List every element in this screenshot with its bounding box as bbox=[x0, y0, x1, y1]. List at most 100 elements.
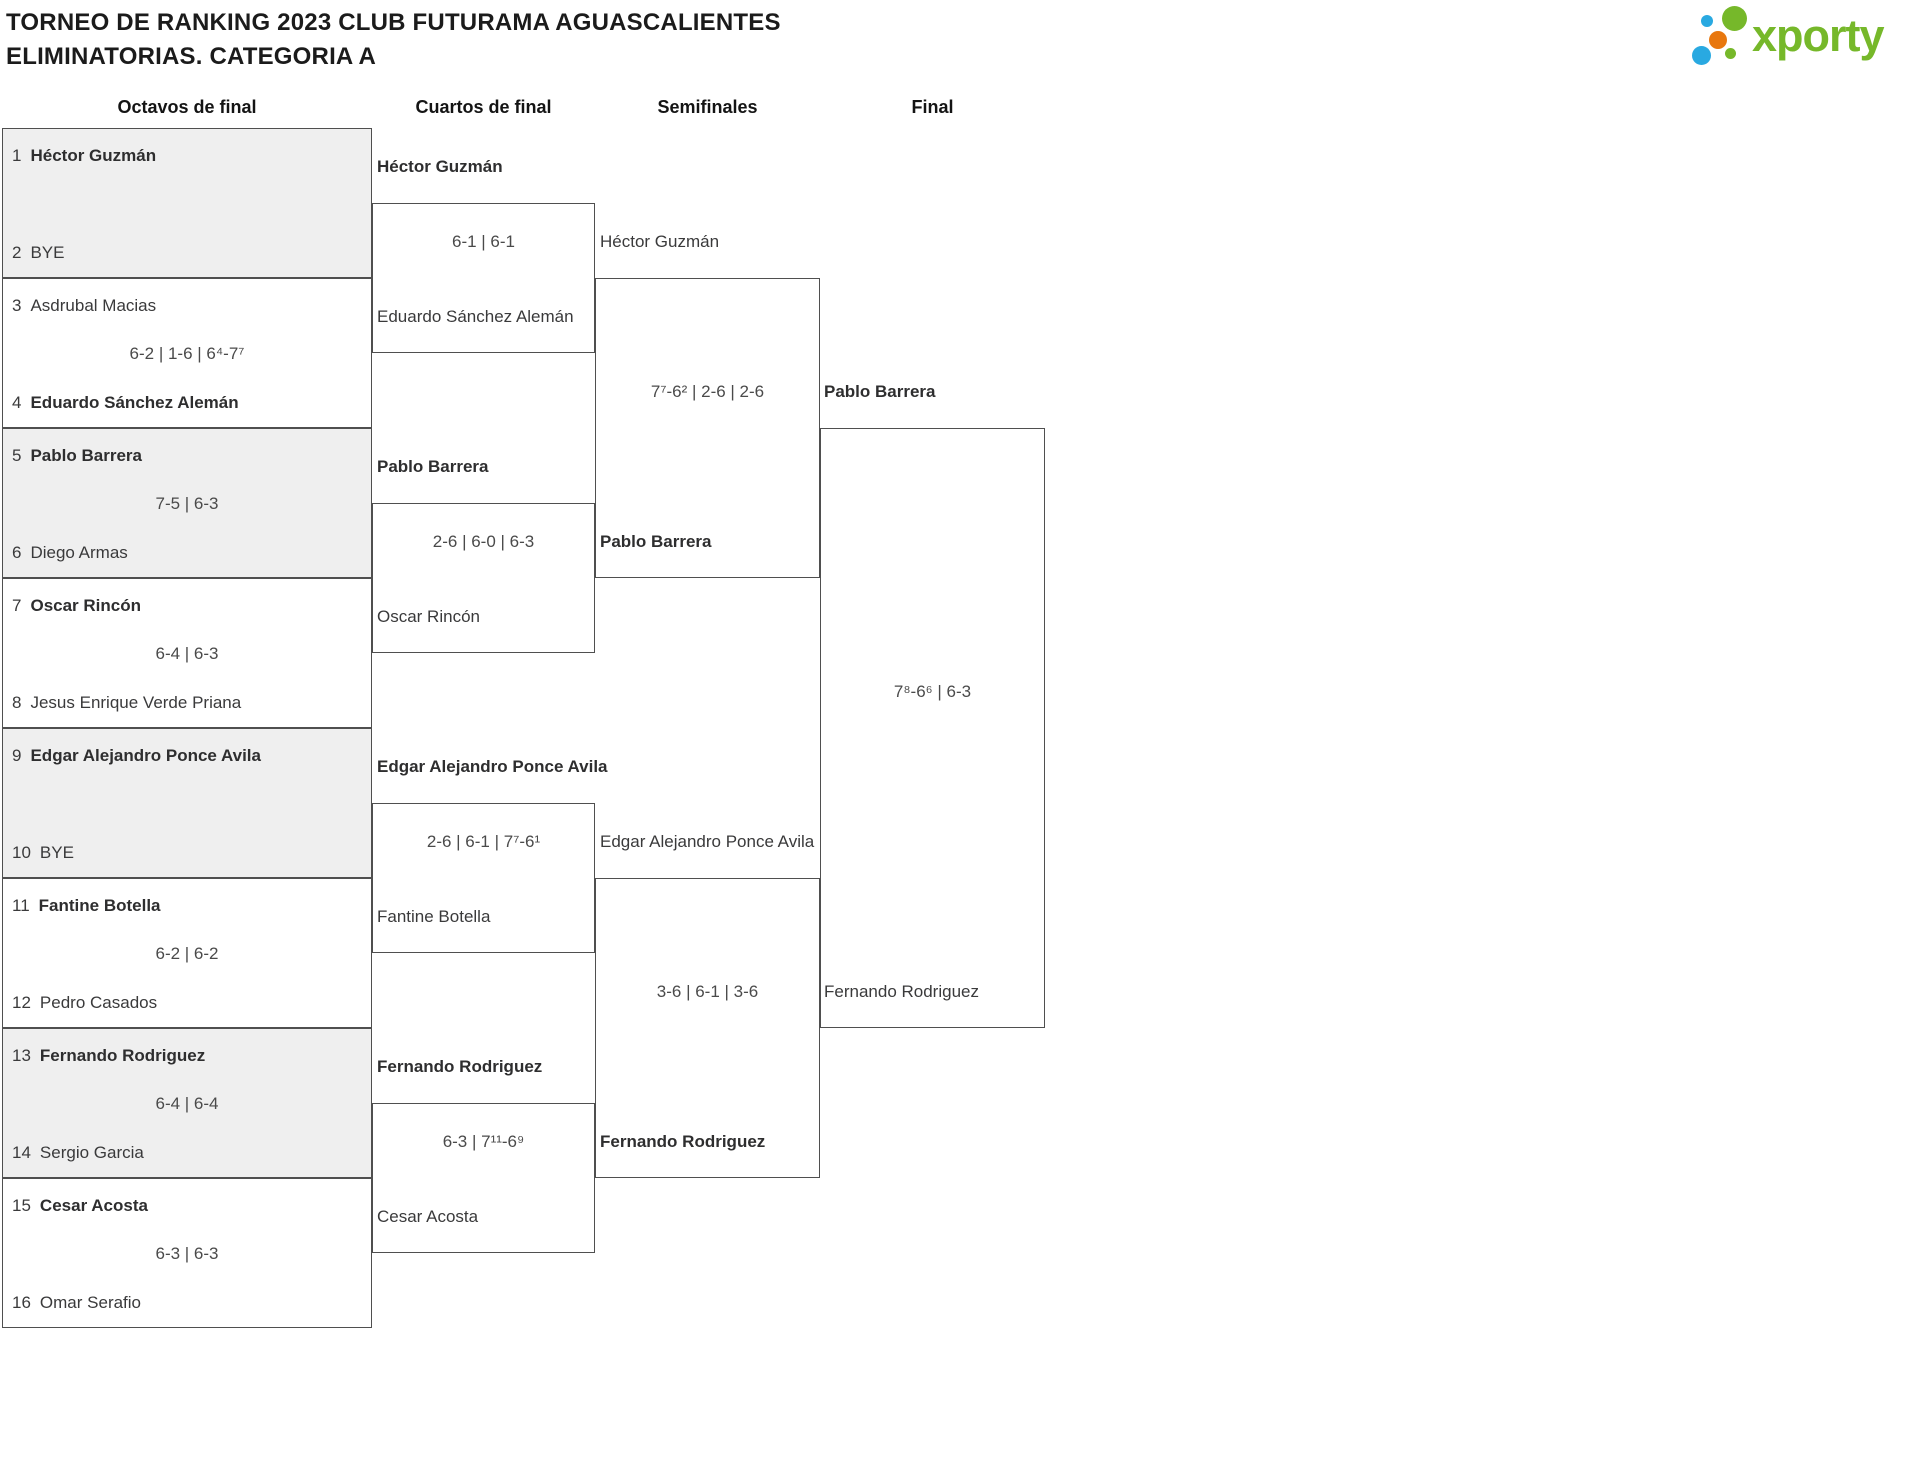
player-name: Eduardo Sánchez Alemán bbox=[30, 393, 239, 412]
match-player-row: 14 Sergio Garcia bbox=[12, 1141, 365, 1165]
player-name: Cesar Acosta bbox=[377, 1207, 479, 1226]
xporty-logo[interactable]: xporty bbox=[1688, 2, 1920, 74]
player-name: Pablo Barrera bbox=[377, 457, 489, 476]
seed-number: 12 bbox=[12, 993, 31, 1012]
player-name: Fernando Rodriguez bbox=[377, 1057, 543, 1076]
sf2-box bbox=[595, 878, 820, 1178]
sf1-box bbox=[595, 278, 820, 578]
round-header-octavos: Octavos de final bbox=[117, 97, 257, 117]
player-name: Cesar Acosta bbox=[39, 1196, 148, 1215]
seed-number: 2 bbox=[12, 243, 22, 262]
r16-match-4: 7 Oscar Rincón 6-4 | 6-3 8 Jesus Enrique… bbox=[2, 578, 372, 728]
seed-number: 8 bbox=[12, 693, 22, 712]
player-name: Fernando Rodriguez bbox=[824, 982, 979, 1001]
seed-number: 13 bbox=[12, 1046, 31, 1065]
logo-dot-green-large-icon bbox=[1722, 6, 1747, 31]
player-name: Asdrubal Macias bbox=[30, 296, 157, 315]
seed-number: 10 bbox=[12, 843, 31, 862]
match-player-row: 13 Fernando Rodriguez bbox=[12, 1044, 365, 1068]
seed-number: 7 bbox=[12, 596, 22, 615]
player-name: Fantine Botella bbox=[38, 896, 161, 915]
match-score: 6-4 | 6-4 bbox=[155, 1094, 219, 1113]
seed-number: 16 bbox=[12, 1293, 31, 1312]
player-name: Héctor Guzmán bbox=[377, 157, 503, 176]
player-name: Héctor Guzmán bbox=[600, 232, 720, 251]
match-player-row: 2 BYE bbox=[12, 241, 365, 265]
player-name: Omar Serafio bbox=[39, 1293, 142, 1312]
qf2-box bbox=[372, 503, 595, 653]
page-header: TORNEO DE RANKING 2023 CLUB FUTURAMA AGU… bbox=[6, 6, 781, 74]
match-player-row: 8 Jesus Enrique Verde Priana bbox=[12, 691, 365, 715]
match-player-row: 16 Omar Serafio bbox=[12, 1291, 365, 1315]
player-name: BYE bbox=[30, 243, 65, 262]
page-title: TORNEO DE RANKING 2023 CLUB FUTURAMA AGU… bbox=[6, 9, 781, 36]
player-name: BYE bbox=[39, 843, 74, 862]
match-score: 3-6 | 6-1 | 3-6 bbox=[656, 982, 759, 1001]
seed-number: 15 bbox=[12, 1196, 31, 1215]
round-header-final: Final bbox=[911, 97, 954, 117]
qf4-box bbox=[372, 1103, 595, 1253]
player-name: Oscar Rincón bbox=[30, 596, 142, 615]
r16-match-8: 15 Cesar Acosta 6-3 | 6-3 16 Omar Serafi… bbox=[2, 1178, 372, 1328]
match-score: 2-6 | 6-0 | 6-3 bbox=[432, 532, 535, 551]
match-score: 7⁸-6⁶ | 6-3 bbox=[893, 682, 972, 701]
qf1-box bbox=[372, 203, 595, 353]
match-player-row: 6 Diego Armas bbox=[12, 541, 365, 565]
logo-dot-orange-icon bbox=[1709, 31, 1727, 49]
r16-match-1: 1 Héctor Guzmán 2 BYE bbox=[2, 128, 372, 278]
player-name: Edgar Alejandro Ponce Avila bbox=[30, 746, 261, 765]
player-name: Edgar Alejandro Ponce Avila bbox=[600, 832, 815, 851]
match-player-row: 1 Héctor Guzmán bbox=[12, 144, 365, 168]
logo-dot-blue-small-icon bbox=[1701, 15, 1713, 27]
player-name: Pablo Barrera bbox=[824, 382, 936, 401]
seed-number: 4 bbox=[12, 393, 22, 412]
page-subtitle: ELIMINATORIAS. CATEGORIA A bbox=[6, 43, 377, 70]
match-player-row: 15 Cesar Acosta bbox=[12, 1194, 365, 1218]
r16-match-2: 3 Asdrubal Macias 6-2 | 1-6 | 6⁴-7⁷ 4 Ed… bbox=[2, 278, 372, 428]
player-name: Fernando Rodriguez bbox=[39, 1046, 206, 1065]
player-name: Sergio Garcia bbox=[39, 1143, 144, 1162]
match-score: 7-5 | 6-3 bbox=[155, 494, 219, 513]
r16-match-6: 11 Fantine Botella 6-2 | 6-2 12 Pedro Ca… bbox=[2, 878, 372, 1028]
player-name: Eduardo Sánchez Alemán bbox=[377, 307, 574, 326]
match-score: 7⁷-6² | 2-6 | 2-6 bbox=[650, 382, 765, 401]
player-name: Fantine Botella bbox=[377, 907, 491, 926]
player-name: Héctor Guzmán bbox=[30, 146, 157, 165]
r16-match-5: 9 Edgar Alejandro Ponce Avila 10 BYE bbox=[2, 728, 372, 878]
player-name: Oscar Rincón bbox=[377, 607, 480, 626]
match-score: 6-3 | 6-3 bbox=[155, 1244, 219, 1263]
match-player-row: 4 Eduardo Sánchez Alemán bbox=[12, 391, 365, 415]
player-name: Jesus Enrique Verde Priana bbox=[30, 693, 242, 712]
r16-match-7: 13 Fernando Rodriguez 6-4 | 6-4 14 Sergi… bbox=[2, 1028, 372, 1178]
player-name: Fernando Rodriguez bbox=[600, 1132, 766, 1151]
player-name: Pedro Casados bbox=[39, 993, 158, 1012]
match-score: 2-6 | 6-1 | 7⁷-6¹ bbox=[426, 832, 541, 851]
seed-number: 11 bbox=[12, 896, 30, 915]
logo-wordmark: xporty bbox=[1752, 10, 1885, 61]
match-player-row: 9 Edgar Alejandro Ponce Avila bbox=[12, 744, 365, 768]
round-header-cuartos: Cuartos de final bbox=[415, 97, 552, 117]
logo-dot-green-small-icon bbox=[1725, 48, 1736, 59]
match-player-row: 11 Fantine Botella bbox=[12, 894, 365, 918]
match-player-row: 7 Oscar Rincón bbox=[12, 594, 365, 618]
r16-match-3: 5 Pablo Barrera 7-5 | 6-3 6 Diego Armas bbox=[2, 428, 372, 578]
logo-dot-blue-large-icon bbox=[1692, 46, 1711, 65]
player-name: Edgar Alejandro Ponce Avila bbox=[377, 757, 608, 776]
player-name: Pablo Barrera bbox=[600, 532, 712, 551]
final-box bbox=[820, 428, 1045, 1028]
match-score: 6-2 | 6-2 bbox=[155, 944, 219, 963]
player-name: Pablo Barrera bbox=[30, 446, 142, 465]
seed-number: 14 bbox=[12, 1143, 31, 1162]
match-score bbox=[3, 792, 371, 816]
match-player-row: 5 Pablo Barrera bbox=[12, 444, 365, 468]
round-header-semifinales: Semifinales bbox=[657, 97, 758, 117]
match-score: 6-3 | 7¹¹-6⁹ bbox=[442, 1132, 525, 1151]
match-player-row: 3 Asdrubal Macias bbox=[12, 294, 365, 318]
seed-number: 1 bbox=[12, 146, 22, 165]
match-score: 6-2 | 1-6 | 6⁴-7⁷ bbox=[129, 344, 245, 363]
seed-number: 3 bbox=[12, 296, 22, 315]
match-score bbox=[3, 192, 371, 216]
match-score: 6-4 | 6-3 bbox=[155, 644, 219, 663]
seed-number: 6 bbox=[12, 543, 22, 562]
seed-number: 9 bbox=[12, 746, 22, 765]
